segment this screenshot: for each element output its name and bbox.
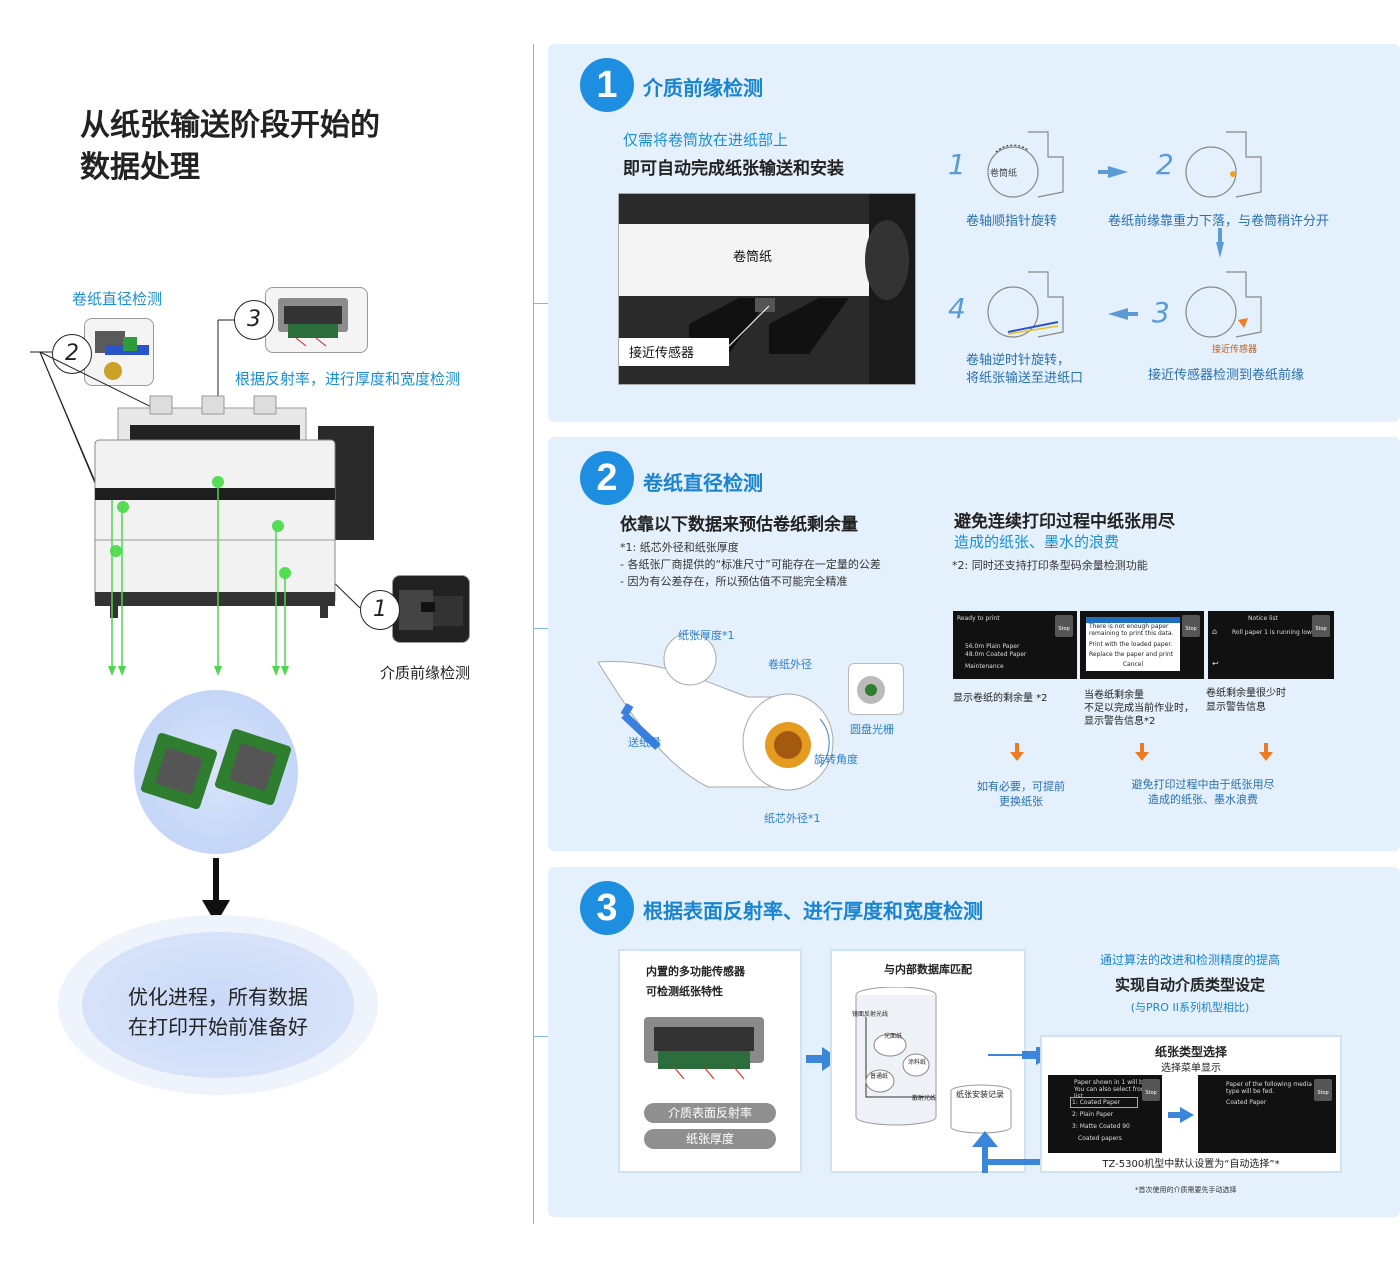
down-arrow-icon: [202, 858, 230, 924]
option-matte[interactable]: 3: Matte Coated 90: [1072, 1123, 1130, 1130]
photo-label-sensor: 接近传感器: [619, 338, 729, 366]
panel3-right-text: 通过算法的改进和检测精度的提高 实现自动介质类型设定 (与PRO II系列机型相…: [1099, 953, 1280, 1014]
diag-feed: 送纸量: [628, 736, 661, 749]
panel-reflectance: 3 根据表面反射率、进行厚度和宽度检测 内置的多功能传感器 可检测纸张特性 介质…: [548, 867, 1400, 1217]
connector-tick-3: [533, 1036, 548, 1037]
diag-roll-outer: 卷纸外径: [768, 658, 812, 671]
panel1-title: 介质前缘检测: [643, 76, 763, 100]
processor-circle: [134, 690, 298, 854]
page-title-line1: 从纸张输送阶段开始的: [80, 108, 380, 143]
panel2-right-heading: 避免连续打印过程中纸张用尽: [954, 512, 1175, 532]
step4-number: 4: [948, 292, 966, 325]
panel2-left-heading: 依靠以下数据来预估卷纸剩余量: [620, 515, 858, 535]
panel1-sub-blue: 仅需将卷筒放在进纸部上: [623, 131, 789, 149]
replace-paper-button[interactable]: Replace the paper and print: [1089, 651, 1174, 658]
label-reflect: 根据反射率，进行厚度和宽度检测: [235, 370, 461, 388]
res2: 避免打印过程中由于纸张用尽 造成的纸张、墨水浪费: [1131, 778, 1275, 806]
panel1-photo: 卷筒纸 接近传感器: [618, 193, 916, 385]
diag-encoder: 圆盘光栅: [850, 723, 894, 736]
screen-ready-to-print: Ready to print 56.0m Plain Paper 48.0m C…: [953, 611, 1077, 679]
thumb-multisensor: [265, 287, 368, 353]
encoder-thumb: [848, 663, 904, 715]
back-icon[interactable]: ↩: [1212, 659, 1219, 668]
card-paper-type-select: 纸张类型选择 选择菜单显示 Paper shown in 1 will be f…: [1040, 1035, 1342, 1173]
panel2-roll-diagram: [598, 632, 834, 791]
stop-button[interactable]: Stop: [1142, 1079, 1160, 1101]
stop-button[interactable]: Stop: [1312, 615, 1330, 637]
step3-text: 接近传感器检测到卷纸前缘: [1148, 368, 1305, 383]
orange-arrows: [1010, 743, 1273, 761]
screen-not-enough-paper: There is not enough paper remaining to p…: [1080, 611, 1204, 679]
screen-paper-fed: Paper of the following media type will b…: [1198, 1075, 1336, 1153]
panel2-right-sub: 造成的纸张、墨水的浪费: [954, 533, 1120, 551]
step2-number: 2: [1156, 148, 1174, 181]
photo-label-roll: 卷筒纸: [733, 250, 773, 265]
page-title-line2: 数据处理: [80, 150, 200, 185]
pill-reflectance: 介质表面反射率: [644, 1103, 776, 1123]
panel3-footnote: *首次使用的介质需要先手动选择: [1135, 1186, 1237, 1194]
stop-button[interactable]: Stop: [1314, 1079, 1332, 1101]
result-text: 优化进程，所有数据 在打印开始前准备好: [128, 985, 308, 1039]
stop-button[interactable]: Stop: [1055, 615, 1073, 637]
thumb-proximity-sensor: [392, 575, 470, 643]
panel3-title: 根据表面反射率、进行厚度和宽度检测: [643, 899, 983, 923]
step1-inner: 卷筒纸: [990, 169, 1018, 179]
panel2-number: 2: [580, 451, 634, 505]
panel-roll-diameter: 2 卷纸直径检测 依靠以下数据来预估卷纸剩余量 *1: 纸芯外径和纸张厚度 - …: [548, 437, 1400, 851]
label-leading-edge: 介质前缘检测: [380, 664, 471, 682]
res1: 如有必要，可提前 更换纸张: [977, 780, 1065, 808]
diag-thickness: 纸张厚度*1: [678, 629, 735, 642]
panel2-notes: *1: 纸芯外径和纸张厚度 - 各纸张厂商提供的“标准尺寸”可能存在一定量的公差…: [620, 541, 881, 588]
return-arrow: [972, 1131, 998, 1173]
connector-line: [533, 44, 534, 1224]
cancel-button[interactable]: Cancel: [1122, 661, 1144, 668]
thumb-diameter-sensor: [84, 318, 154, 386]
printer-illustration: [30, 319, 374, 676]
panel1-step-diagrams: [987, 131, 1262, 338]
card-database: 与内部数据库匹配 镜面反射光线 散射光线 光面纸 涂料纸 普通纸 纸张安装记录: [830, 949, 1026, 1173]
diag-rotation: 旋转角度: [814, 753, 858, 766]
step2-text: 卷纸前缘靠重力下落，与卷筒稍许分开: [1108, 214, 1330, 229]
cap3: 卷纸剩余量很少时 显示警告信息: [1206, 688, 1286, 713]
connector-tick-1: [533, 303, 548, 304]
diag-core: 纸芯外径*1: [764, 812, 821, 825]
cap2: 当卷纸剩余量 不足以完成当前作业时， 显示警告信息*2: [1084, 690, 1194, 727]
screen-paper-list: Paper shown in 1 will be fed. You can al…: [1048, 1075, 1162, 1153]
step1-number: 1: [948, 148, 966, 181]
panel3-number: 3: [580, 881, 634, 935]
pill-thickness: 纸张厚度: [644, 1129, 776, 1149]
result-ellipse: [82, 932, 354, 1078]
step4-text: 卷轴逆时针旋转， 将纸张输送至进纸口: [966, 353, 1084, 386]
step3-number: 3: [1152, 296, 1170, 329]
panel2-title: 卷纸直径检测: [643, 471, 763, 495]
option-coated-papers[interactable]: Coated papers: [1078, 1135, 1122, 1142]
label-diameter: 卷纸直径检测: [72, 290, 163, 308]
option-plain[interactable]: 2: Plain Paper: [1072, 1111, 1114, 1118]
callout-1: 1: [360, 590, 400, 630]
panel1-sub-bold: 即可自动完成纸张输送和安装: [623, 159, 844, 179]
callout-3: 3: [234, 300, 274, 340]
card-multisensor: 内置的多功能传感器 可检测纸张特性 介质表面反射率 纸张厚度: [618, 949, 802, 1173]
screen-notice-list: Notice list Roll paper 1 is running low.…: [1208, 611, 1334, 679]
panel1-number: 1: [580, 58, 634, 112]
panel-leading-edge: 1 介质前缘检测 仅需将卷筒放在进纸部上 即可自动完成纸张输送和安装 卷筒纸 接…: [548, 44, 1400, 422]
step3-inner: 接近传感器: [1212, 345, 1258, 355]
panel2-right-note: *2: 同时还支持打印条型码余量检测功能: [952, 559, 1148, 572]
print-loaded-button[interactable]: Print with the loaded paper.: [1089, 641, 1173, 648]
stop-button[interactable]: Stop: [1182, 615, 1200, 637]
page-title: 从纸张输送阶段开始的 数据处理: [80, 105, 380, 189]
cap1: 显示卷纸的剩余量 *2: [953, 693, 1048, 704]
step1-text: 卷轴顺指针旋转: [966, 214, 1058, 229]
home-icon[interactable]: ⌂: [1212, 627, 1218, 636]
option-coated[interactable]: 1: Coated Paper: [1070, 1097, 1138, 1108]
connector-tick-2: [533, 628, 548, 629]
